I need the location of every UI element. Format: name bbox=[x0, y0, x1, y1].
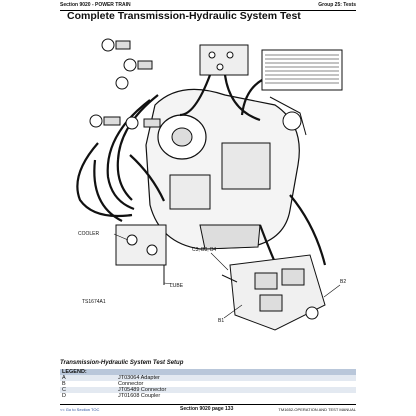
lube-callout: LUBE bbox=[170, 283, 184, 289]
legend-code: B bbox=[60, 381, 116, 387]
transmission-diagram: COOLER LUBE C3, B3, B4 B1 B2 TS1674A1 bbox=[76, 38, 346, 331]
b2-callout: B2 bbox=[340, 279, 346, 285]
section-toc-link[interactable]: << Go to Section TOC bbox=[60, 407, 100, 412]
legend-desc: JT01608 Coupler bbox=[116, 393, 356, 399]
legend-desc: JT05489 Connector bbox=[116, 387, 356, 393]
page-header: Section 9020 - POWER TRAIN Group 25: Tes… bbox=[60, 0, 356, 11]
page-number: Section 9020 page 133 bbox=[180, 406, 234, 412]
transmission-housing bbox=[145, 88, 307, 250]
c3b3b4-callout: C3, B3, B4 bbox=[192, 247, 216, 253]
legend-code: C bbox=[60, 387, 116, 393]
section-label: Section 9020 - POWER TRAIN bbox=[60, 2, 131, 8]
legend-desc: Connector bbox=[116, 381, 356, 387]
leader-lines bbox=[113, 233, 341, 319]
legend-row: A JT03064 Adapter bbox=[60, 375, 356, 381]
legend-header-row: LEGEND: bbox=[60, 369, 356, 375]
setup-title: Transmission-Hydraulic System Test Setup bbox=[60, 360, 184, 366]
lower-fittings bbox=[115, 224, 167, 285]
valve-block bbox=[199, 44, 249, 76]
legend-row: C JT05489 Connector bbox=[60, 387, 356, 393]
legend-code: A bbox=[60, 375, 116, 381]
page-footer: << Go to Section TOC Section 9020 page 1… bbox=[60, 404, 356, 413]
group-label: Group 25: Tests bbox=[318, 2, 356, 8]
control-valve-assembly bbox=[221, 254, 326, 331]
b1-callout: B1 bbox=[218, 318, 224, 324]
gauge-fittings bbox=[89, 38, 161, 130]
legend-row: B Connector bbox=[60, 381, 356, 387]
manual-title: TM1652-OPERATION AND TEST MANUAL bbox=[278, 407, 356, 412]
legend-desc: JT03064 Adapter bbox=[116, 375, 356, 381]
page-title: Complete Transmission-Hydraulic System T… bbox=[67, 10, 301, 22]
oil-cooler bbox=[261, 49, 343, 91]
legend-table: LEGEND: A JT03064 Adapter B Connector C … bbox=[60, 369, 356, 399]
figure-id: TS1674A1 bbox=[82, 299, 106, 305]
legend-header: LEGEND: bbox=[60, 369, 356, 375]
cooler-callout: COOLER bbox=[78, 231, 100, 237]
legend-code: D bbox=[60, 393, 116, 399]
legend-row: D JT01608 Coupler bbox=[60, 393, 356, 399]
